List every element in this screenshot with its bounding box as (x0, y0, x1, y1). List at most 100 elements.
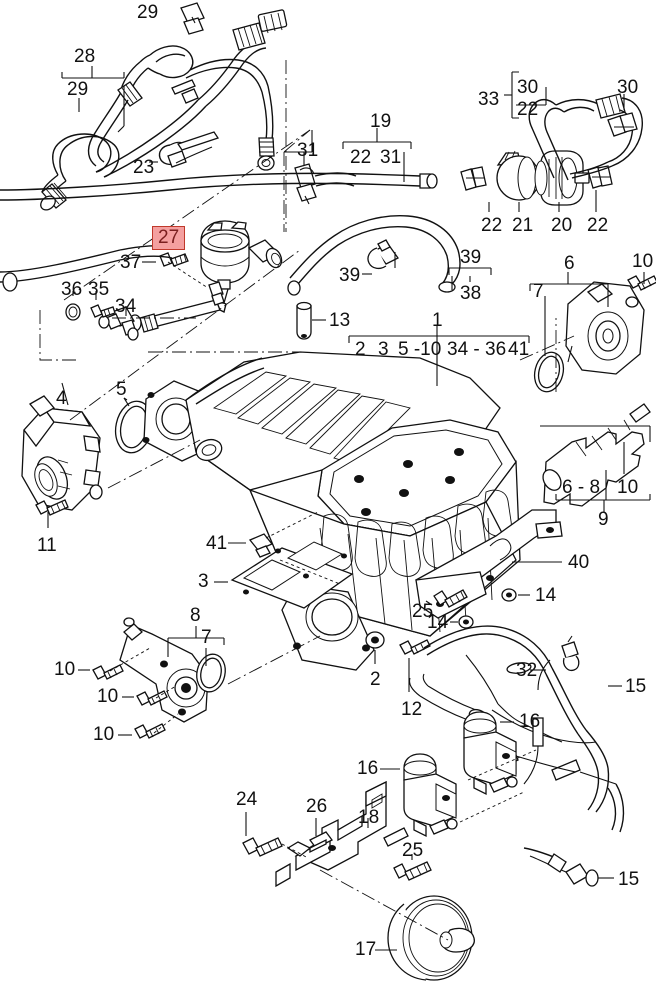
bracket-18 (275, 780, 409, 888)
construction-line-3 (39, 310, 80, 361)
callout-18: 18 (358, 807, 380, 828)
callout-13: 13 (329, 310, 351, 331)
callout-10-right: 10 (632, 251, 654, 272)
bracket-33 (504, 71, 547, 119)
callout-40: 40 (568, 552, 590, 573)
callout-10-b: 10 (97, 686, 119, 707)
callout-8: 8 (190, 605, 201, 626)
canister-17 (387, 895, 475, 981)
callout-31-top: 31 (297, 140, 319, 161)
callout-25-upper: 25 (412, 601, 434, 622)
callout-20: 20 (551, 215, 573, 236)
bracket1-item-41: 41 (508, 339, 530, 360)
callout-21: 21 (512, 215, 534, 236)
part-39-clip (367, 239, 399, 270)
callout-6-8: 6 - 8 (562, 477, 601, 498)
callout-37: 37 (120, 252, 142, 273)
hose-19 (0, 172, 438, 201)
callout-34: 34 (115, 296, 137, 317)
callout-33: 33 (478, 89, 500, 110)
callout-25-lower: 25 (402, 840, 424, 861)
callout-19: 19 (370, 111, 392, 132)
callout-30-right: 30 (617, 77, 639, 98)
callout-10-mid: 10 (617, 477, 639, 498)
bracket1-item-2: 2 (355, 339, 366, 360)
callout-11: 11 (37, 535, 57, 556)
bolt-12 (399, 639, 431, 655)
bracket-19 (342, 128, 412, 182)
callout-33-item-22: 22 (517, 99, 539, 120)
nut-2 (365, 631, 385, 649)
callout-14-b: 14 (427, 612, 449, 633)
bracket1-item-34-36: 34 - 36 (447, 339, 507, 360)
housing-6-7 (533, 275, 656, 393)
callout-16-a: 16 (519, 711, 541, 732)
callout-3: 3 (198, 571, 209, 592)
callout-15-a: 15 (625, 676, 647, 697)
callout-29-bracket: 29 (67, 79, 89, 100)
callout-5: 5 (116, 379, 127, 400)
callout-29-top: 29 (137, 2, 159, 23)
bracket1-item-3: 3 (378, 339, 389, 360)
bracket-1 (348, 326, 530, 386)
callout-32: 32 (516, 660, 538, 681)
construction-line-1 (63, 129, 311, 301)
callout-35: 35 (88, 279, 110, 300)
callout-7-left: 7 (201, 627, 212, 648)
clip-26 (309, 831, 333, 854)
callout-28: 28 (74, 46, 96, 67)
callout-12: 12 (401, 699, 423, 720)
callout-26: 26 (306, 796, 328, 817)
part-23-clip (158, 131, 220, 168)
callout-23: 23 (133, 157, 155, 178)
bracket1-item-5-10: 5 -10 (398, 339, 442, 360)
callout-33-item-30: 30 (517, 77, 539, 98)
bolt-25-lower (393, 861, 432, 881)
callout-17: 17 (355, 939, 377, 960)
callout-4: 4 (56, 388, 67, 409)
callout-24: 24 (236, 789, 258, 810)
callout-38: 38 (460, 283, 482, 304)
callout-16-b: 16 (357, 758, 379, 779)
bolt-25-upper (433, 589, 468, 608)
part-13-plug (296, 301, 312, 340)
clip-41 (248, 533, 274, 558)
callout-39-left: 39 (339, 265, 361, 286)
bracket-38-39 (394, 252, 492, 290)
callout-19-item-22: 22 (350, 147, 372, 168)
throttle-body-4 (21, 395, 103, 516)
harness-15 (408, 625, 625, 887)
callout-19-item-31: 31 (380, 147, 402, 168)
callout-15-b: 15 (618, 869, 640, 890)
callout-41: 41 (206, 533, 228, 554)
callout-36: 36 (61, 279, 83, 300)
callout-22-left: 22 (481, 215, 503, 236)
bracket-40-plate (415, 509, 563, 619)
solenoid-16b (403, 753, 458, 838)
valve-group-20-21-22 (460, 150, 613, 206)
gasket-3-plate (230, 541, 354, 609)
callout-1: 1 (432, 310, 443, 331)
bracket-6-7 (529, 272, 609, 356)
callout-2: 2 (370, 669, 381, 690)
bracket-28-29 (61, 66, 125, 133)
injector-9 (542, 403, 651, 507)
callout-7-right: 7 (533, 281, 544, 302)
bracket-8-7 (167, 626, 225, 666)
callout-27-highlighted: 27 (152, 226, 186, 250)
pipe-assembly-34-37 (65, 252, 227, 341)
callout-6: 6 (564, 253, 575, 274)
hose-38-39 (287, 214, 461, 296)
callout-14-a: 14 (535, 585, 557, 606)
bolt-24 (242, 837, 283, 857)
part-30-clamp (607, 112, 638, 137)
callout-39-bracket: 39 (460, 247, 482, 268)
intake-manifold-body (185, 351, 521, 671)
leader-4 (61, 382, 69, 406)
callout-22-right: 22 (587, 215, 609, 236)
solenoid-16a (463, 711, 518, 796)
callout-9: 9 (598, 509, 609, 530)
hose-33 (528, 93, 643, 181)
